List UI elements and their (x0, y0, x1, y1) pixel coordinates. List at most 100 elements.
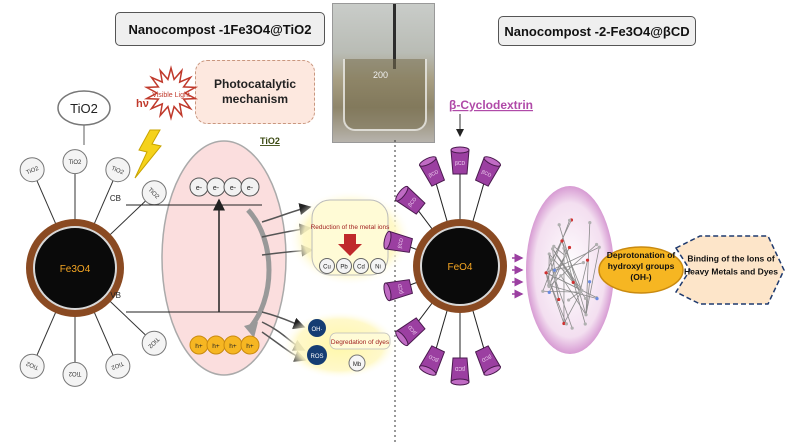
metal-ion (319, 258, 335, 274)
right-title-formula: Fe3O4@βCD (610, 23, 690, 39)
cyclodextrin-satellite-label: βCD (407, 323, 418, 335)
cyclodextrin-satellite: βCD (395, 185, 426, 215)
hole (240, 335, 260, 355)
hole-label: h+ (212, 343, 220, 350)
tio2-satellite (62, 149, 88, 175)
beaker-photo: 200 (332, 3, 435, 143)
beaker-mark: 200 (373, 70, 389, 80)
visible-light-label: Visible Light (152, 92, 190, 99)
metal-ion-label: Pb (340, 265, 348, 271)
holes: h+ h+ h+ h+ (189, 335, 260, 355)
ros (307, 345, 327, 365)
tio2-satellite-label: TiO2 (110, 360, 125, 371)
tio2-satellite (105, 353, 131, 379)
cyclodextrin-satellite-label: βCD (455, 161, 465, 167)
metal-ion (336, 258, 352, 274)
right-core (420, 226, 500, 306)
recombination-arrow (246, 208, 272, 332)
recombination-arrowhead (244, 322, 258, 338)
right-title: Nanocompost -2- Fe3O4@βCD (498, 16, 696, 46)
cyclodextrin-satellite-label: βCD (407, 196, 418, 208)
cyclodextrin-label: β-Cyclodextrin (449, 98, 533, 112)
right-satellites: βCD βCD βCD βCD βCD βCD βCD βCD βCD βCD (383, 146, 502, 386)
cyclodextrin-satellite: βCD (395, 317, 426, 347)
left-title-formula: Fe3O4@TiO2 (230, 21, 312, 37)
hole-label: h+ (195, 343, 203, 350)
oh-label: OH· (312, 327, 323, 333)
cyclodextrin-satellite-label: βCD (480, 353, 492, 363)
tio2-satellite (62, 361, 88, 387)
cyclodextrin-satellite: βCD (418, 345, 446, 376)
mechanism-box: Photocatalytic mechanism (195, 60, 315, 124)
right-core-label: FeO4 (447, 262, 472, 273)
left-title-prefix: Nanocompost -1 (128, 21, 231, 37)
cyclodextrin-satellite: βCD (383, 230, 414, 253)
cyclodextrin-satellite-label: βCD (428, 169, 440, 179)
cyclodextrin-satellite-label: βCD (397, 237, 405, 249)
visible-light-starburst (143, 65, 199, 121)
cyclodextrin-satellite-label: βCD (397, 283, 405, 295)
cyclodextrin-satellite: βCD (474, 156, 502, 187)
stirring-rod (393, 4, 396, 69)
tio2-satellite (19, 157, 45, 183)
electron (240, 177, 260, 197)
vb-label: VB (110, 291, 121, 300)
mechanism-label: Photocatalytic mechanism (213, 77, 297, 106)
deprotonation-ellipse (598, 246, 684, 294)
molecule-structure (541, 218, 601, 330)
electron-label: e- (247, 185, 254, 192)
tio2-satellite-label: TiO2 (69, 160, 82, 166)
cyclodextrin-satellite-label: βCD (428, 353, 440, 363)
purple-arrows (512, 253, 524, 299)
lightning-icon (134, 129, 162, 179)
left-title: Nanocompost -1 Fe3O4@TiO2 (115, 12, 325, 46)
tio2-satellite (105, 157, 131, 183)
cyclodextrin-satellite: βCD (450, 146, 470, 175)
metal-ion-label: Cd (357, 265, 365, 271)
reduction-down-arrow (338, 234, 362, 256)
ros-label: ROS (310, 354, 323, 360)
oh-radical (308, 319, 326, 337)
cyclodextrin-satellite: βCD (418, 156, 446, 187)
cb-label: CB (110, 194, 121, 203)
tio2-satellite (19, 353, 45, 379)
right-title-prefix: Nanocompost -2- (504, 23, 611, 39)
metal-ions: Cu Pb Cd Ni (319, 258, 386, 274)
degradation-label: Degredation of dyes (331, 339, 390, 346)
cyclodextrin-satellite: βCD (474, 345, 502, 376)
degradation-box (329, 332, 391, 350)
electron-label: e- (196, 185, 203, 192)
mb-label: Mb (353, 362, 362, 368)
cyclodextrin-satellite: βCD (383, 279, 414, 302)
metal-ion (370, 258, 386, 274)
reduction-label: Reduction of the metal ions (311, 224, 391, 231)
electron-label: e- (230, 185, 237, 192)
cyclodextrin-satellite: βCD (450, 357, 470, 386)
cyclodextrin-satellite-label: βCD (480, 169, 492, 179)
metal-ion-label: Ni (375, 265, 381, 271)
hole-label: h+ (229, 343, 237, 350)
tio2-label: TiO2 (70, 101, 98, 116)
binding-shape (674, 235, 785, 305)
electron-label: e- (213, 185, 220, 192)
tio2-satellite-label: TiO2 (25, 359, 40, 370)
metal-ion-label: Cu (323, 265, 331, 271)
tio2-satellite-label: TiO2 (26, 166, 41, 177)
mb-molecule (348, 354, 366, 372)
beaker (343, 59, 427, 131)
tio2-satellite-label: TiO2 (68, 370, 81, 376)
cyclodextrin-satellite-label: βCD (455, 365, 465, 371)
metal-ion (353, 258, 369, 274)
tio2-small-label: TiO2 (260, 136, 280, 146)
left-core (33, 226, 117, 310)
hv-label: hν (136, 98, 149, 110)
left-core-label: Fe3O4 (60, 264, 91, 275)
electrons: e-e-e-e- (189, 177, 260, 197)
hole-label: h+ (246, 343, 254, 350)
tio2-satellite (141, 330, 167, 356)
